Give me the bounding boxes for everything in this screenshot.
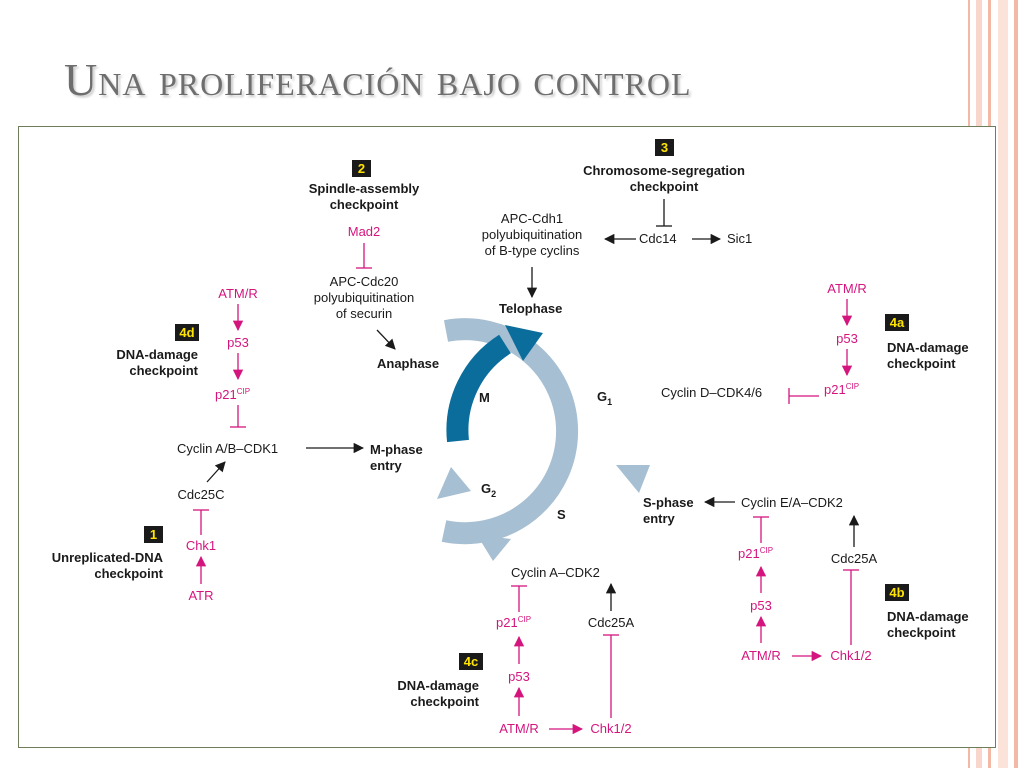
mad2-label: Mad2: [348, 224, 381, 239]
s-g2-arrowhead: [477, 535, 511, 561]
checkpoint-2-badge-number: 2: [358, 161, 365, 176]
cyclin-a-cdk2-label: Cyclin A–CDK2: [511, 565, 600, 580]
slide-title: Una proliferación bajo control: [64, 54, 692, 105]
g2-m-arrowhead: [437, 467, 471, 499]
checkpoint-4b-badge: [885, 584, 909, 601]
p53-4c-label: p53: [508, 669, 530, 684]
checkpoint-4b-badge-number: 4b: [889, 585, 904, 600]
p53-4d-label: p53: [227, 335, 249, 350]
atmr-4d-label: ATM/R: [218, 286, 257, 301]
cell-cycle-wheel: [437, 318, 650, 561]
chk12-4c-label: Chk1/2: [590, 721, 631, 736]
atmr-4c-label: ATM/R: [499, 721, 538, 736]
checkpoint-4a-badge: [885, 314, 909, 331]
chk12-4b-label: Chk1/2: [830, 648, 871, 663]
checkpoint-4d-badge: [175, 324, 199, 341]
sic1-label: Sic1: [727, 231, 752, 246]
checkpoint-4d-badge-number: 4d: [179, 325, 194, 340]
checkpoint-4a-badge-number: 4a: [890, 315, 905, 330]
cyclin-ea-cdk2-label: Cyclin E/A–CDK2: [741, 495, 843, 510]
p21-4b-label: p21CIP: [738, 546, 773, 561]
cyclin-ab-cdk1-label: Cyclin A/B–CDK1: [177, 441, 278, 456]
cdc25c-label: Cdc25C: [178, 487, 225, 502]
m-arc: [446, 334, 512, 443]
checkpoint-3-badge: [655, 139, 674, 156]
checkpoint-1-badge-number: 1: [150, 527, 157, 542]
phase-g1-label: G1: [597, 389, 612, 407]
checkpoint-4c-badge: [459, 653, 483, 670]
checkpoint-2-badge: [352, 160, 371, 177]
phase-g2-label: G2: [481, 481, 496, 499]
phase-s-label: S: [557, 507, 566, 522]
cyclin-d-cdk46-label: Cyclin D–CDK4/6: [661, 385, 762, 400]
m-telophase-arrowhead: [505, 325, 543, 361]
telophase-label: Telophase: [499, 301, 562, 316]
cdc14-label: Cdc14: [639, 231, 677, 246]
g1-s-g2-arc: [441, 318, 579, 545]
cdc25c-cyclin-ab-arrow: [206, 461, 226, 483]
atr-label: ATR: [188, 588, 213, 603]
p21-4a-label: p21CIP: [824, 382, 859, 397]
p53-4a-label: p53: [836, 331, 858, 346]
cdc25a-4b-label: Cdc25A: [831, 551, 878, 566]
anaphase-label: Anaphase: [377, 356, 439, 371]
checkpoint-4c-badge-number: 4c: [464, 654, 478, 669]
apc-cdc20-anaphase-arrow: [376, 329, 396, 350]
p21-4d-label: p21CIP: [215, 387, 250, 402]
phase-m-label: M: [479, 390, 490, 405]
checkpoint-3-badge-number: 3: [661, 140, 668, 155]
checkpoint-1-badge: [144, 526, 163, 543]
p53-4b-label: p53: [750, 598, 772, 613]
g1-s-arrowhead: [616, 465, 650, 493]
p21-4c-label: p21CIP: [496, 615, 531, 630]
cdc25a-4c-label: Cdc25A: [588, 615, 635, 630]
chk1-label: Chk1: [186, 538, 216, 553]
atmr-4b-label: ATM/R: [741, 648, 780, 663]
atmr-4a-label: ATM/R: [827, 281, 866, 296]
